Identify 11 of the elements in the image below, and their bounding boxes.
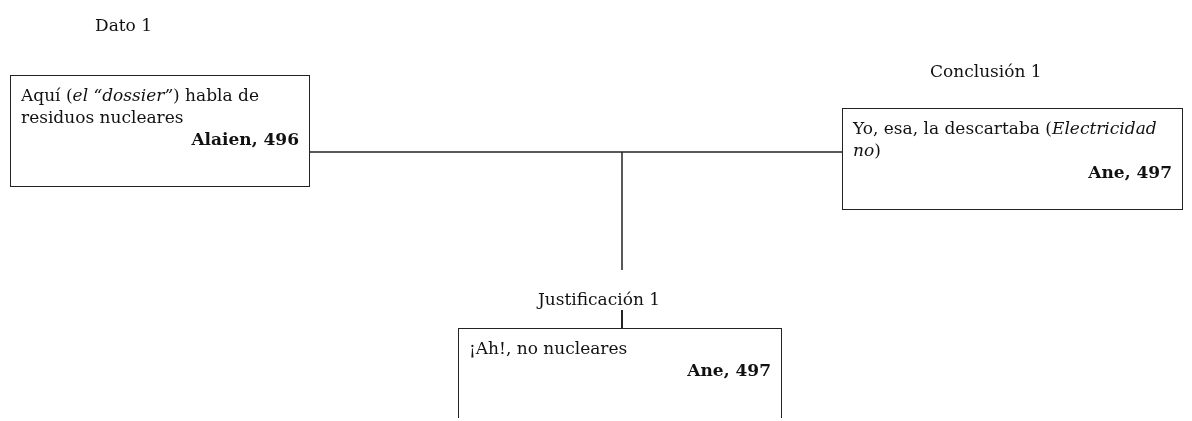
- quote-text: Aquí (el “dossier”) habla de residuos nucleares: [21, 84, 260, 128]
- quote-text: ¡Ah!, no nucleares: [469, 337, 629, 359]
- connector-line: [309, 151, 843, 153]
- node-heading: Justificación 1: [538, 288, 661, 310]
- speaker-reference: Ane, 497: [687, 359, 771, 381]
- speaker-reference: Alaien, 496: [191, 128, 299, 150]
- speaker-reference: Ane, 497: [1088, 161, 1172, 183]
- connector-line: [621, 151, 623, 271]
- node-heading: Dato 1: [95, 14, 153, 36]
- node-heading: Conclusión 1: [930, 60, 1042, 82]
- quote-text: Yo, esa, la descartaba (Electricidad no): [853, 117, 1158, 161]
